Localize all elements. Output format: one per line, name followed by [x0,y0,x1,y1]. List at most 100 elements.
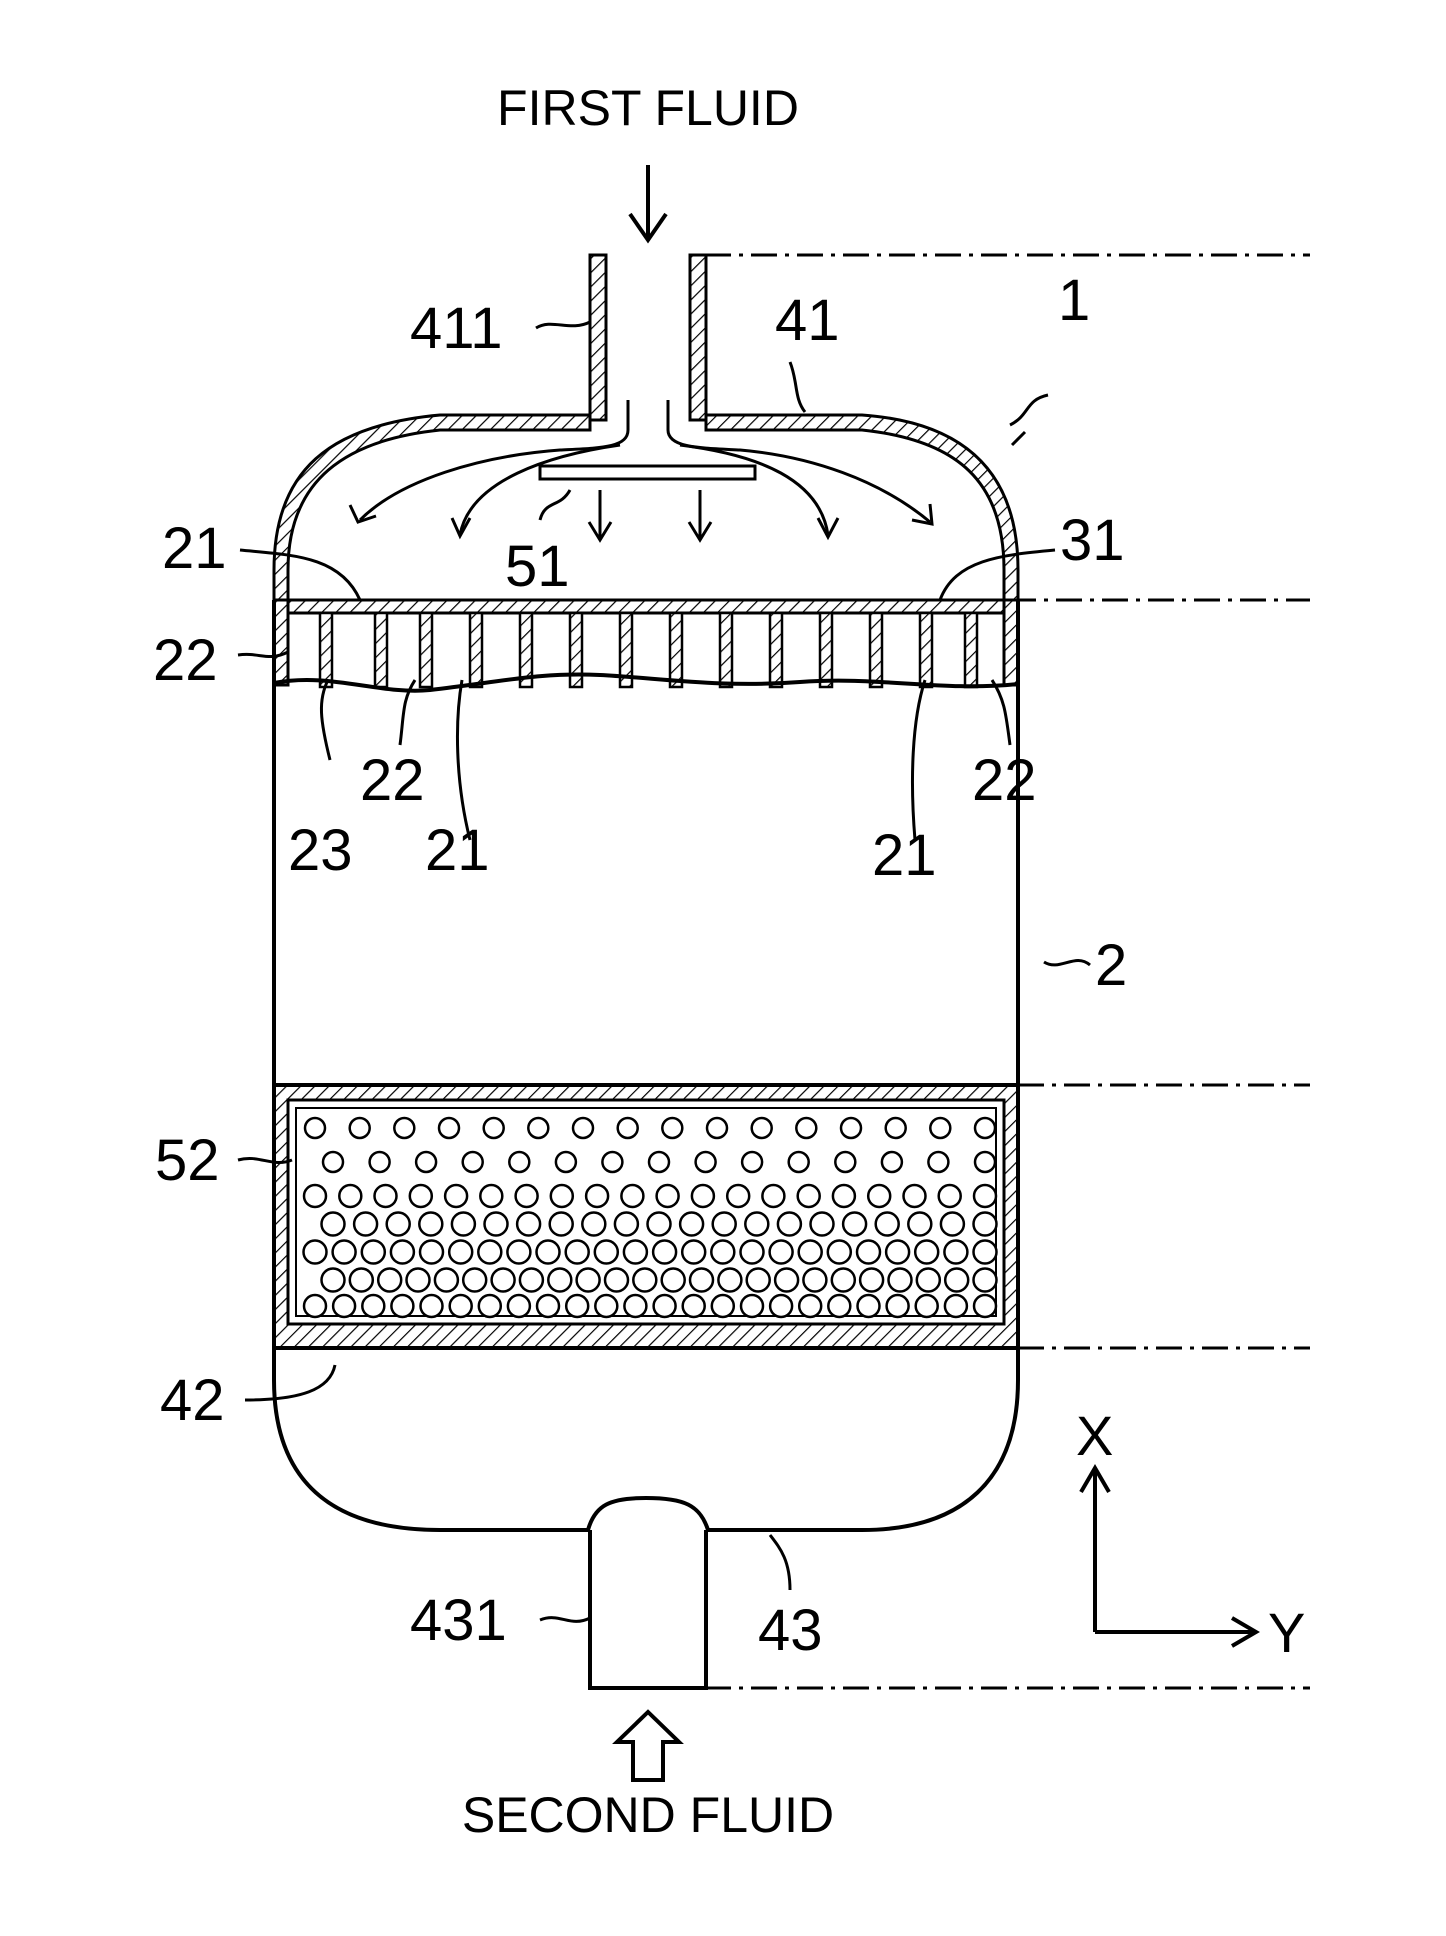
bed-particle [690,1269,713,1292]
bed-particle [577,1269,600,1292]
bed-particle [304,1295,326,1317]
bed-particle [692,1185,714,1207]
bed-particle [633,1269,656,1292]
bed-particle [799,1241,822,1264]
bed-particle [945,1295,967,1317]
bed-particle [974,1185,996,1207]
bed-particle [682,1241,705,1264]
bed-particle [727,1185,749,1207]
bed-particle [435,1269,458,1292]
bed-particle [595,1241,618,1264]
bed-particle [680,1213,703,1236]
tube-wall [320,613,332,687]
bed-particle [323,1152,343,1172]
bed-particle [915,1241,938,1264]
bed-particle [841,1118,861,1138]
bed-particle [394,1118,414,1138]
bed-particle [350,1269,373,1292]
axes [1081,1468,1256,1646]
bed-particle [421,1295,443,1317]
label-21-top: 21 [162,516,227,581]
label-22-center: 22 [360,748,425,813]
bed-particle [507,1241,530,1264]
bed-particle [799,1295,821,1317]
bed-particle [683,1295,705,1317]
bed-particle [375,1185,397,1207]
bed-particle [621,1185,643,1207]
second-fluid-label: SECOND FLUID [462,1787,834,1843]
bed-particle [798,1185,820,1207]
bed-particle [843,1213,866,1236]
label-1: 1 [1058,268,1090,333]
second-fluid-arrow [617,1712,679,1780]
bed-particle [868,1185,890,1207]
bed-particle [450,1295,472,1317]
label-21-right: 21 [872,823,937,888]
bed-particle [835,1152,855,1172]
bed-particle [566,1241,589,1264]
bed-particle [528,1118,548,1138]
bed-particle [484,1118,504,1138]
label-42: 42 [160,1368,225,1433]
bed-particle [707,1118,727,1138]
bed-particle [747,1269,770,1292]
bed-particle [696,1152,716,1172]
bed-particle [550,1213,573,1236]
bed-particle [420,1241,443,1264]
bed-particle [407,1269,430,1292]
bed-particle [762,1185,784,1207]
bed-particle [305,1118,325,1138]
outlet-pipe-431 [590,1530,706,1688]
label-31: 31 [1060,508,1125,573]
bed-particle [322,1213,345,1236]
bed-particle [975,1152,995,1172]
bed-particle [876,1213,899,1236]
packed-bed-52 [274,1085,1018,1348]
bed-particle [662,1118,682,1138]
bed-particle [520,1269,543,1292]
bed-particle [605,1269,628,1292]
bed-particle [860,1269,883,1292]
bed-particle [378,1269,401,1292]
bed-particle [857,1241,880,1264]
bed-particle [439,1118,459,1138]
header-plate-31 [274,600,1018,613]
bed-particle [803,1269,826,1292]
bed-particle [858,1295,880,1317]
bed-particle [712,1295,734,1317]
bed-particle [485,1213,508,1236]
bed-particle [478,1241,501,1264]
bed-particle [602,1152,622,1172]
bed-particle [648,1213,671,1236]
bed-particle [566,1295,588,1317]
bed-particle [974,1269,997,1292]
label-43: 43 [758,1598,823,1663]
tube-wall [820,613,832,687]
bed-particle [741,1295,763,1317]
first-fluid-label: FIRST FLUID [497,80,799,136]
bed-particle [662,1269,685,1292]
tube-wall [920,613,932,687]
bed-particle [445,1185,467,1207]
label-21-center: 21 [425,818,490,883]
tube-wall [870,613,882,687]
bed-particle [354,1213,377,1236]
axis-y-label: Y [1268,1601,1305,1664]
bed-particle [362,1241,385,1264]
bed-particle [508,1295,530,1317]
label-411: 411 [410,296,502,361]
bed-particle [624,1295,646,1317]
bed-particle [908,1213,931,1236]
bed-particle [595,1295,617,1317]
bed-particle [713,1213,736,1236]
bed-particle [828,1241,851,1264]
bed-particle [624,1241,647,1264]
bed-particle [480,1185,502,1207]
bed-particle [537,1295,559,1317]
bed-particle [939,1185,961,1207]
bed-particle [509,1152,529,1172]
bed-particle [479,1295,501,1317]
bed-particle [615,1213,638,1236]
reference-lines [705,255,1310,1688]
